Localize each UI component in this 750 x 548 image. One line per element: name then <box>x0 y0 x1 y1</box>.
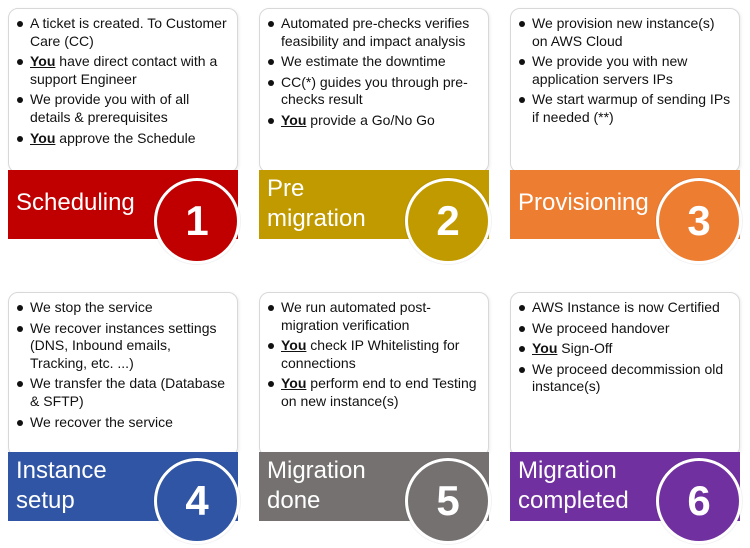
step-title: Provisioning <box>518 189 649 216</box>
step-bullet-list: We run automated post-migration verifica… <box>260 293 488 411</box>
step-title: Scheduling <box>16 189 135 216</box>
step-details-box: Automated pre-checks verifies feasibilit… <box>259 8 489 173</box>
step-bullet-list: A ticket is created. To Customer Care (C… <box>9 9 237 147</box>
step-bullet-list: We stop the service We recover instances… <box>9 293 237 431</box>
bullet-item: We run automated post-migration verifica… <box>267 299 482 334</box>
bullet-item: A ticket is created. To Customer Care (C… <box>16 15 231 50</box>
step-details-box: We run automated post-migration verifica… <box>259 292 489 457</box>
step-number-badge: 5 <box>405 458 491 544</box>
bullet-item: We proceed decommission old instance(s) <box>518 361 733 396</box>
step-bullet-list: Automated pre-checks verifies feasibilit… <box>260 9 488 130</box>
bullet-item: We recover instances settings (DNS, Inbo… <box>16 320 231 373</box>
step-number-badge: 1 <box>154 178 240 264</box>
bullet-item: We transfer the data (Database & SFTP) <box>16 375 231 410</box>
bullet-item: You have direct contact with a support E… <box>16 53 231 88</box>
bullet-item: You provide a Go/No Go <box>267 112 482 130</box>
bullet-item: We provision new instance(s) on AWS Clou… <box>518 15 733 50</box>
step-details-box: We provision new instance(s) on AWS Clou… <box>510 8 740 173</box>
step-number-badge: 2 <box>405 178 491 264</box>
bullet-item: We start warmup of sending IPs if needed… <box>518 91 733 126</box>
bullet-item: We provide you with new application serv… <box>518 53 733 88</box>
bullet-item: You perform end to end Testing on new in… <box>267 375 482 410</box>
step-bullet-list: We provision new instance(s) on AWS Clou… <box>511 9 739 127</box>
step-details-box: A ticket is created. To Customer Care (C… <box>8 8 238 173</box>
bullet-item: We provide you with of all details & pre… <box>16 91 231 126</box>
bullet-item: You approve the Schedule <box>16 130 231 148</box>
step-bullet-list: AWS Instance is now Certified We proceed… <box>511 293 739 396</box>
step-number-badge: 6 <box>656 458 742 544</box>
bullet-item: AWS Instance is now Certified <box>518 299 733 317</box>
bullet-item: Automated pre-checks verifies feasibilit… <box>267 15 482 50</box>
step-number-badge: 4 <box>154 458 240 544</box>
bullet-item: You Sign-Off <box>518 340 733 358</box>
bullet-item: You check IP Whitelisting for connection… <box>267 337 482 372</box>
step-number-badge: 3 <box>656 178 742 264</box>
step-details-box: AWS Instance is now Certified We proceed… <box>510 292 740 457</box>
bullet-item: We stop the service <box>16 299 231 317</box>
bullet-item: CC(*) guides you through pre-checks resu… <box>267 74 482 109</box>
step-details-box: We stop the service We recover instances… <box>8 292 238 457</box>
bullet-item: We estimate the downtime <box>267 53 482 71</box>
bullet-item: We proceed handover <box>518 320 733 338</box>
bullet-item: We recover the service <box>16 414 231 432</box>
